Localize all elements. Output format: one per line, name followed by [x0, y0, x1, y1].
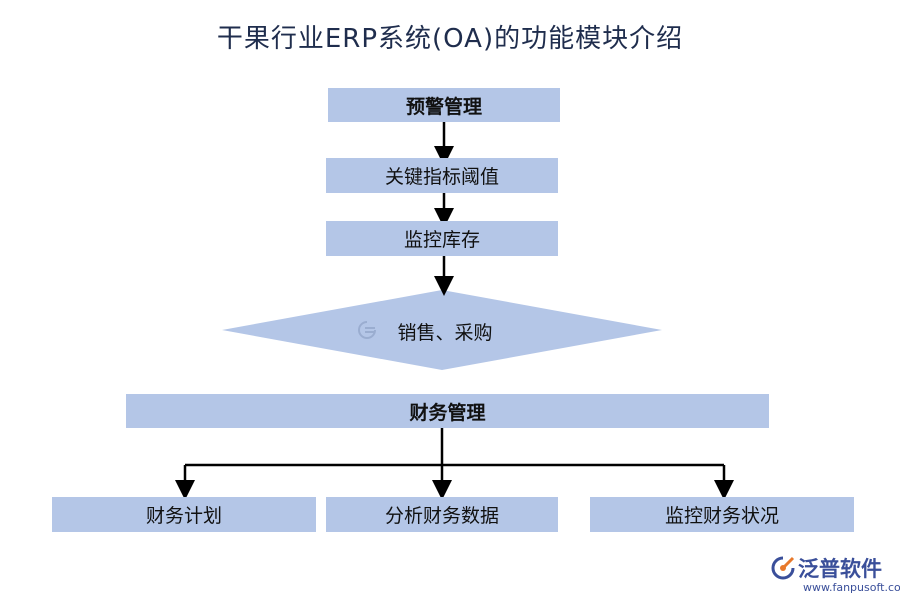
- logo-url: www.fanpusoft.com: [803, 581, 900, 594]
- node-finance-monitor: 监控财务状况: [590, 497, 854, 532]
- node-warning-management: 预警管理: [328, 88, 560, 122]
- node-monitor-inventory: 监控库存: [326, 221, 558, 256]
- fanpu-logo-icon: [771, 556, 795, 580]
- node-finance-plan: 财务计划: [52, 497, 316, 532]
- node-finance-management: 财务管理: [126, 394, 769, 428]
- watermark-icon: [358, 321, 376, 339]
- node-key-threshold: 关键指标阈值: [326, 158, 558, 193]
- logo-name: 泛普软件: [798, 557, 882, 581]
- node-sales-purchase: 销售、采购: [397, 321, 493, 344]
- brand-logo: 泛普软件 www.fanpusoft.com: [770, 553, 900, 597]
- page-title: 干果行业ERP系统(OA)的功能模块介绍: [216, 24, 684, 54]
- node-finance-analysis: 分析财务数据: [326, 497, 558, 532]
- decision-diamond: [222, 290, 662, 370]
